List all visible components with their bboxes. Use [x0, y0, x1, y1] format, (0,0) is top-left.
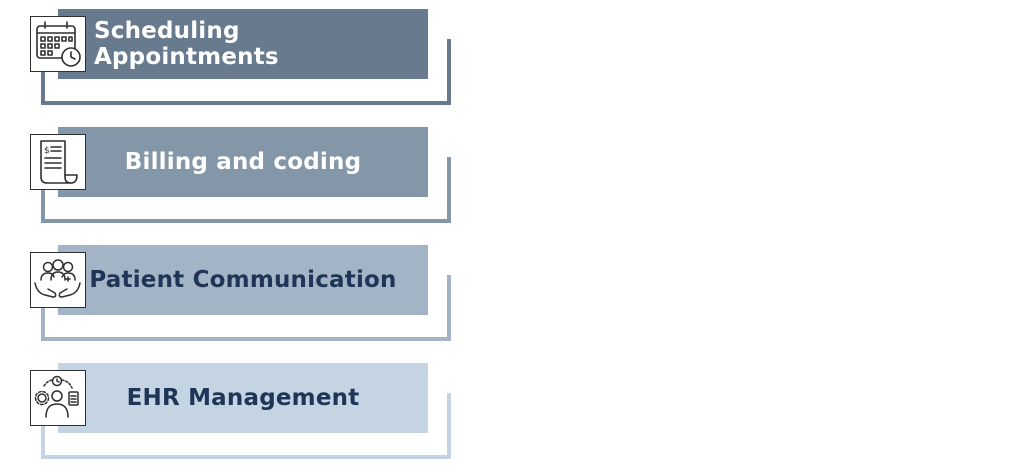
- step-label: Patient Communication: [89, 267, 397, 293]
- step-patient-communication: Patient Communication: [0, 245, 460, 345]
- invoice-dollar-icon: $: [30, 134, 86, 190]
- step-bar: EHR Management: [58, 363, 428, 433]
- svg-text:$: $: [44, 146, 50, 156]
- step-scheduling-appointments: Scheduling Appointments: [0, 9, 460, 109]
- calendar-clock-icon: [30, 16, 86, 72]
- step-outline: [41, 275, 451, 341]
- step-label: Billing and coding: [124, 149, 362, 175]
- step-outline: [41, 157, 451, 223]
- patient-care-hands-icon: [30, 252, 86, 308]
- step-bar: Billing and coding: [58, 127, 428, 197]
- step-ehr-management: EHR Management: [0, 363, 460, 463]
- ehr-records-gear-icon: [30, 370, 86, 426]
- step-label: Scheduling Appointments: [94, 18, 279, 70]
- step-bar: Scheduling Appointments: [58, 9, 428, 79]
- step-billing-and-coding: Billing and coding $: [0, 127, 460, 227]
- step-label: EHR Management: [126, 385, 360, 411]
- step-bar: Patient Communication: [58, 245, 428, 315]
- step-outline: [41, 39, 451, 105]
- step-outline: [41, 393, 451, 459]
